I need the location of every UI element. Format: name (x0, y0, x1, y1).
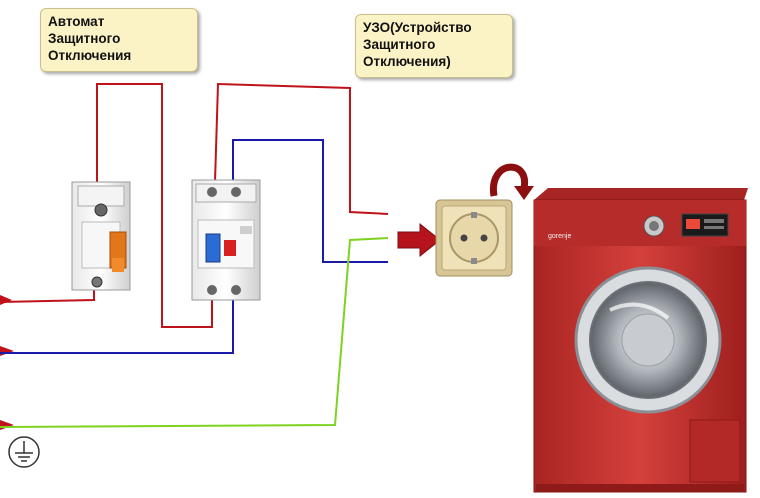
phase-input-arrow-icon (0, 295, 12, 305)
svg-text:gorenje: gorenje (548, 233, 571, 240)
washing-machine: gorenje (533, 188, 748, 493)
breaker-label: Автомат Защитного Отключения (40, 8, 198, 72)
neutral-input-arrow-icon (0, 346, 14, 356)
ground-input-arrow-icon (0, 420, 14, 430)
neutral-wires (0, 139, 388, 354)
rcd-device (191, 179, 261, 301)
power-socket (435, 199, 513, 277)
ground-wire (0, 237, 389, 428)
arrow-right-icon (397, 222, 441, 258)
ground-symbol-icon (8, 436, 40, 468)
rotate-arrow-icon (489, 163, 534, 200)
input-arrows (0, 295, 14, 430)
rcd-label: УЗО(Устройство Защитного Отключения) (355, 14, 513, 78)
circuit-breaker (71, 181, 131, 291)
phase-wires (0, 82, 389, 328)
